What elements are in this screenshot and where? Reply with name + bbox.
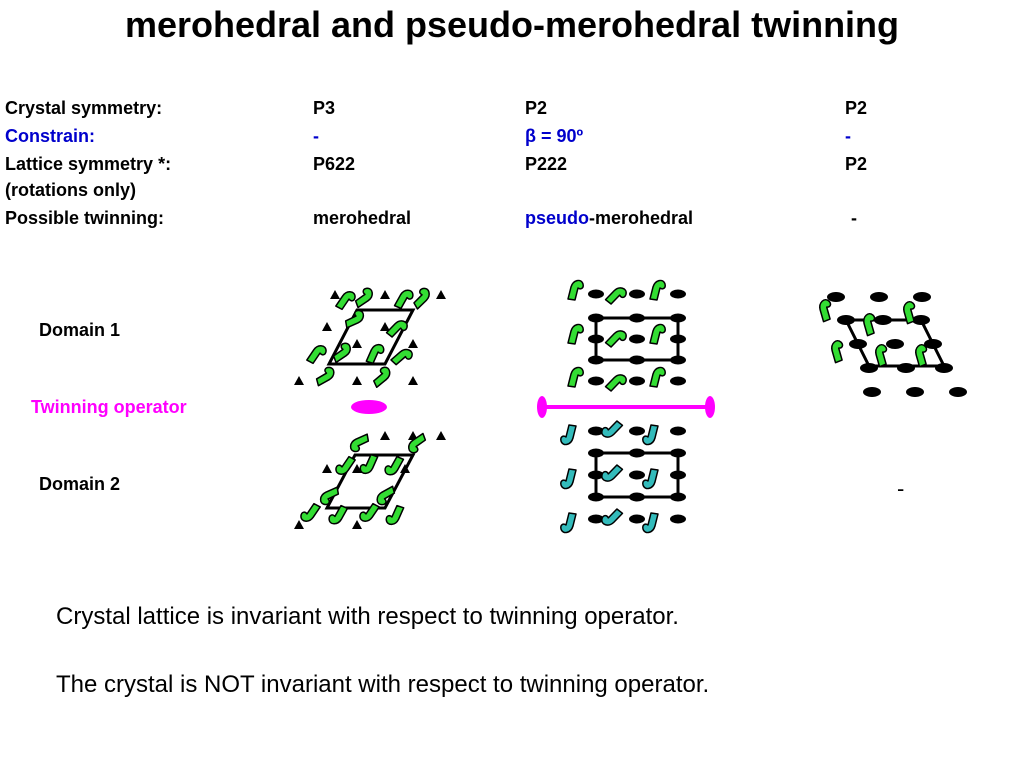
crystal-symmetry-col2: P2 [525, 98, 548, 118]
lattice-symmetry-col3: P2 [845, 154, 868, 174]
lattice-symmetry-label: Lattice symmetry *: [5, 154, 172, 174]
possible-twinning-col2: pseudo-merohedral [525, 208, 693, 229]
note-crystal-not-invariant: The crystal is NOT invariant with respec… [56, 671, 710, 698]
merohedral-suffix: -merohedral [589, 208, 694, 228]
domain2-col3-dash: - [897, 476, 905, 501]
domain2-label: Domain 2 [39, 474, 121, 494]
twofold-axis-ellipse [351, 400, 387, 414]
constrain-label: Constrain: [5, 126, 95, 146]
p2-domain2 [560, 416, 686, 534]
possible-twinning-col1: merohedral [313, 208, 412, 228]
p2-general-domain1 [813, 292, 967, 397]
p3-domain2 [294, 431, 446, 529]
lattice-symmetry-sublabel: (rotations only) [5, 180, 136, 200]
constrain-col2: β = 90º [525, 126, 584, 146]
note-lattice-invariant: Crystal lattice is invariant with respec… [56, 603, 679, 630]
lattice-symmetry-col2: P222 [525, 154, 568, 174]
p2-domain1 [567, 279, 686, 396]
pseudo-highlight: pseudo [525, 208, 590, 228]
possible-twinning-label: Possible twinning: [5, 208, 165, 228]
page-title: merohedral and pseudo-merohedral twinnin… [124, 4, 900, 45]
constrain-col3: - [845, 126, 851, 146]
mirror-twofold-operator [537, 396, 715, 418]
crystal-symmetry-label: Crystal symmetry: [5, 98, 163, 118]
p3-domain1 [294, 285, 446, 389]
constrain-col1: - [313, 126, 319, 146]
crystal-symmetry-col3: P2 [845, 98, 868, 118]
domain1-label: Domain 1 [39, 320, 121, 340]
twinning-operator-label: Twinning operator [31, 397, 187, 417]
lattice-symmetry-col1: P622 [313, 154, 356, 174]
possible-twinning-col3: - [851, 208, 857, 228]
crystal-symmetry-col1: P3 [313, 98, 336, 118]
